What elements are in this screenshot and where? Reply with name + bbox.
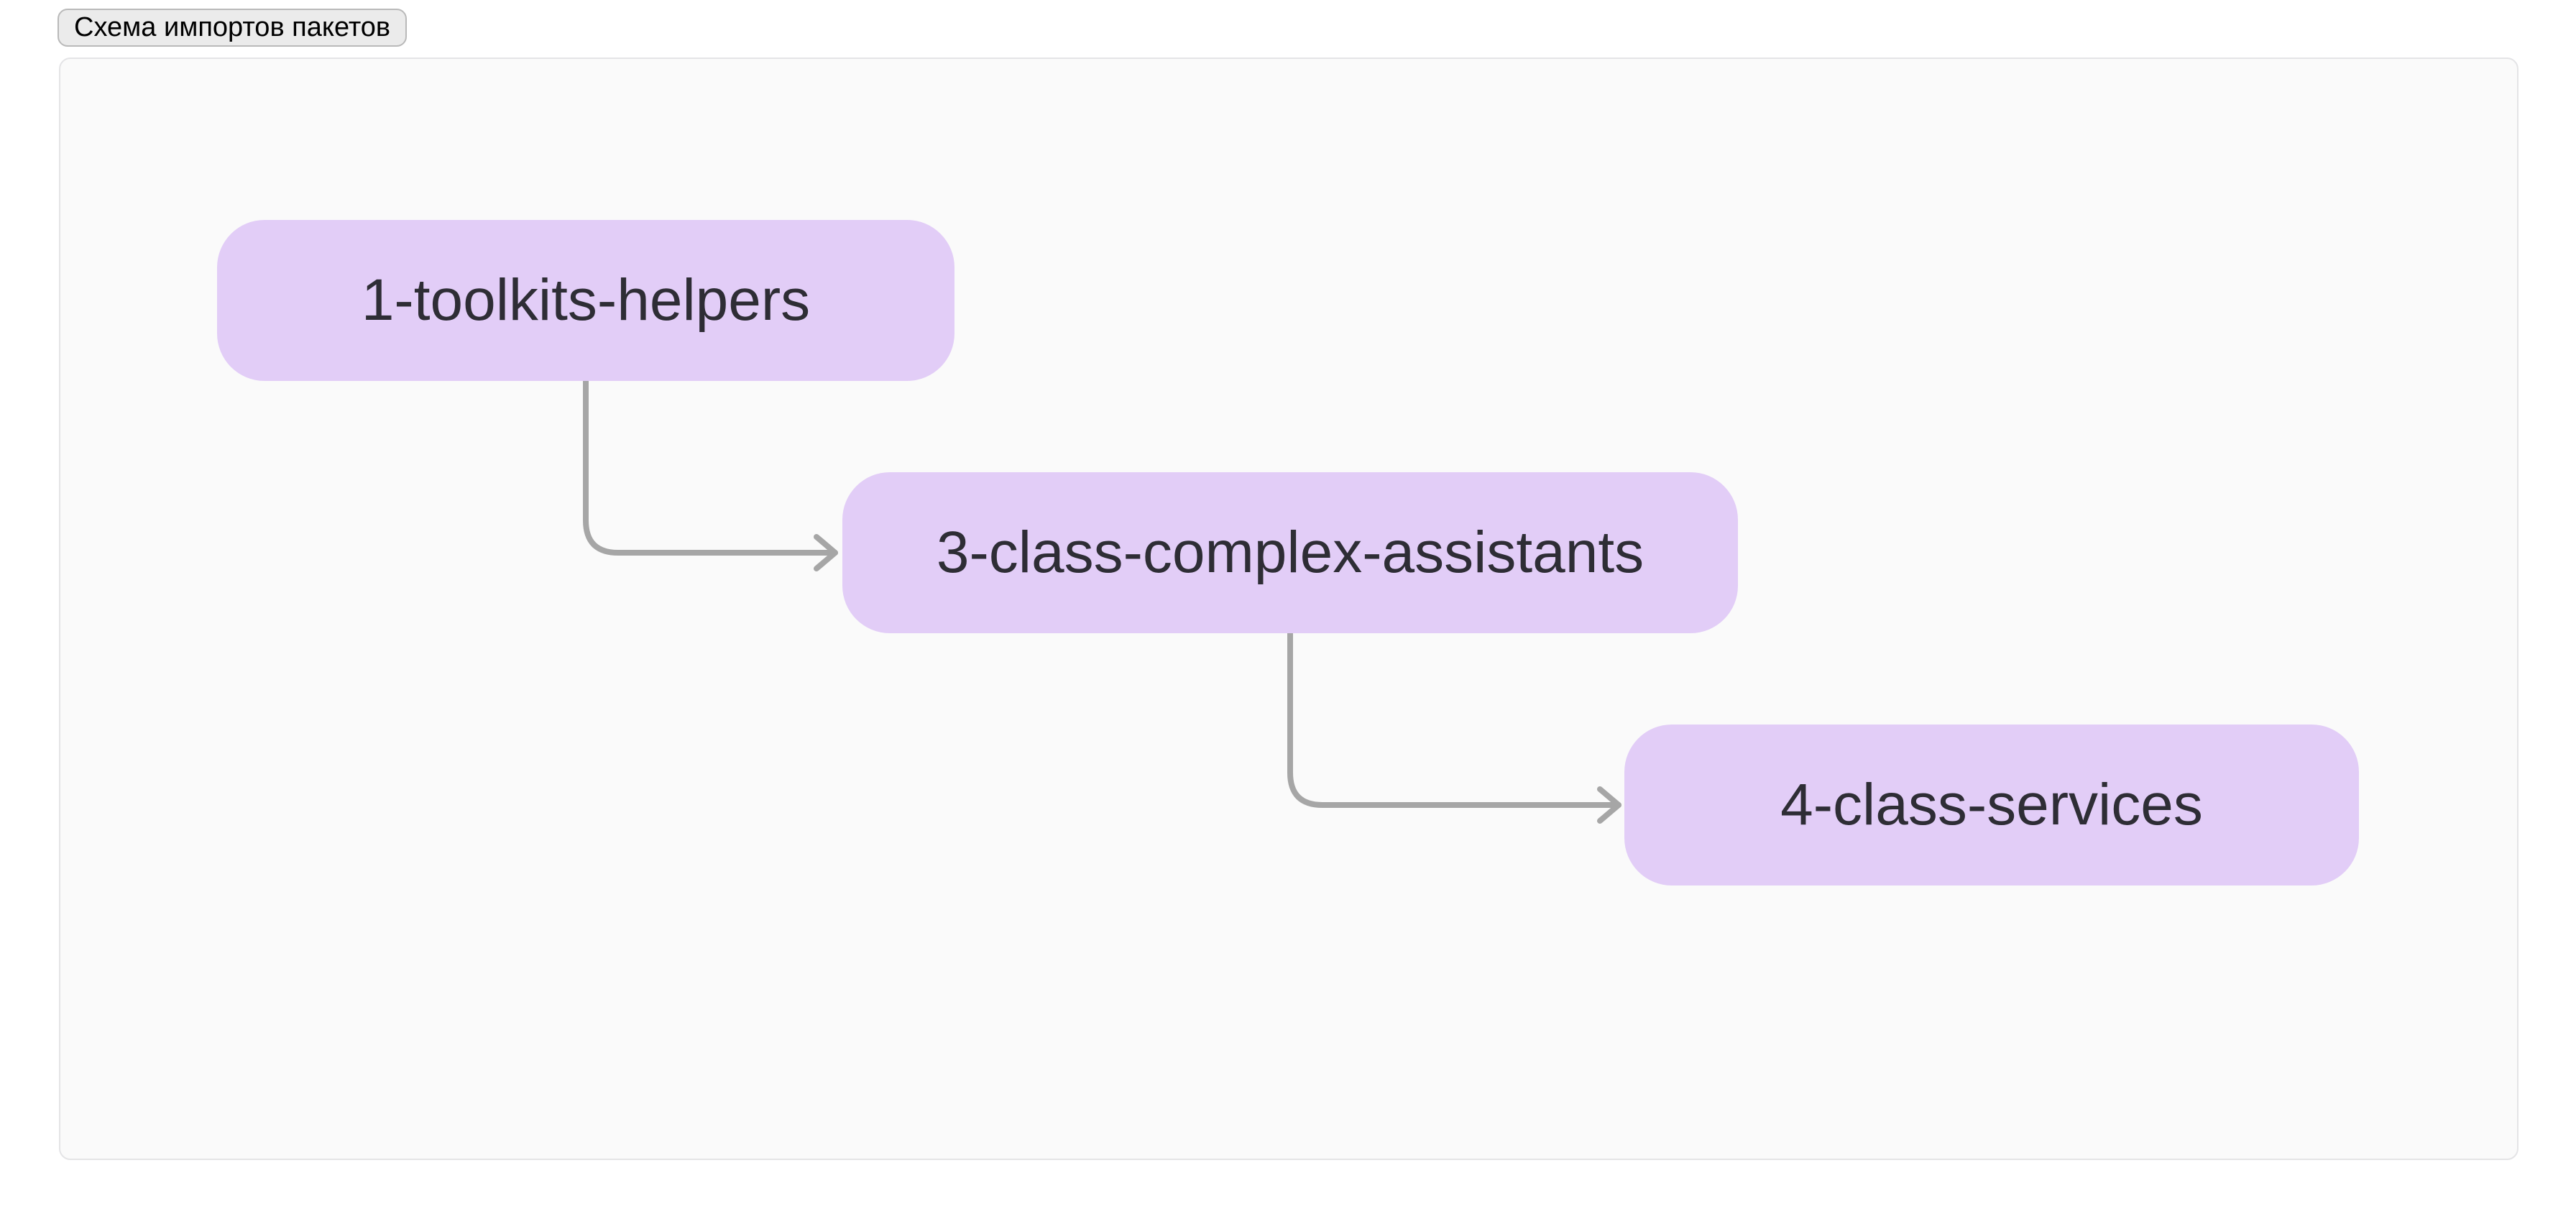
node-1-toolkits-helpers: 1-toolkits-helpers xyxy=(217,220,954,381)
diagram-panel: 1-toolkits-helpers 3-class-complex-assis… xyxy=(59,58,2518,1160)
edge-complex-assistants-to-services xyxy=(1287,630,1622,808)
node-label: 4-class-services xyxy=(1780,772,2203,837)
node-label: 1-toolkits-helpers xyxy=(361,267,811,333)
node-3-class-complex-assistants: 3-class-complex-assistants xyxy=(842,472,1738,633)
arrowhead-right-icon xyxy=(1597,786,1622,824)
node-4-class-services: 4-class-services xyxy=(1624,724,2359,886)
arrowhead-right-icon xyxy=(814,534,838,571)
diagram-title-button[interactable]: Схема импортов пакетов xyxy=(58,9,408,47)
edge-toolkits-to-complex-assistants xyxy=(583,378,838,556)
node-label: 3-class-complex-assistants xyxy=(936,520,1644,585)
